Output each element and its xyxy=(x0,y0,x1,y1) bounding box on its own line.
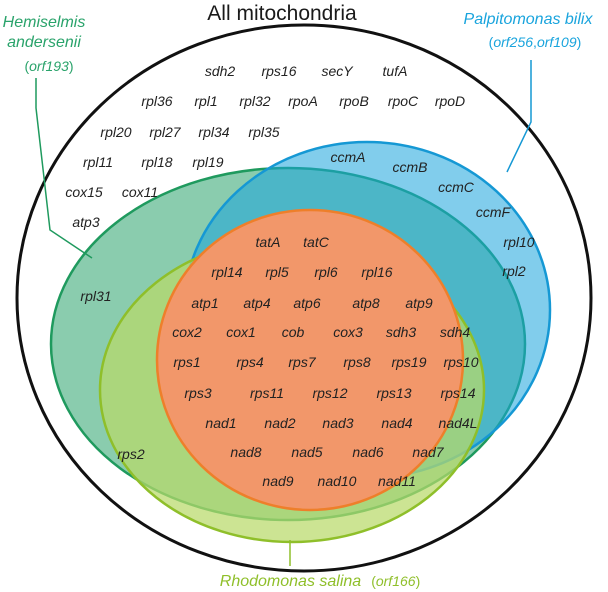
diagram-title: All mitochondria xyxy=(207,2,357,25)
gene-rps7: rps7 xyxy=(288,354,316,370)
gene-atp9: atp9 xyxy=(405,295,432,311)
gene-rpoc: rpoC xyxy=(388,93,419,109)
gene-atp6: atp6 xyxy=(293,295,320,311)
gene-nad3: nad3 xyxy=(322,415,353,431)
gene-nad6: nad6 xyxy=(352,444,383,460)
gene-cox15: cox15 xyxy=(65,184,103,200)
gene-sdh4: sdh4 xyxy=(440,324,471,340)
gene-cox1: cox1 xyxy=(226,324,256,340)
gene-rpl32: rpl32 xyxy=(239,93,270,109)
gene-nad7: nad7 xyxy=(412,444,444,460)
gene-atp3: atp3 xyxy=(72,214,99,230)
gene-rpl20: rpl20 xyxy=(100,124,131,140)
gene-rpoa: rpoA xyxy=(288,93,318,109)
gene-rpl1: rpl1 xyxy=(194,93,217,109)
rhodomonas-name: Rhodomonas salina xyxy=(220,573,362,590)
gene-rpl10: rpl10 xyxy=(503,234,534,250)
gene-cox2: cox2 xyxy=(172,324,202,340)
gene-rps8: rps8 xyxy=(343,354,370,370)
gene-rpob: rpoB xyxy=(339,93,369,109)
gene-nad11: nad11 xyxy=(378,473,416,489)
palpitomonas-label: Palpitomonas bilix xyxy=(464,11,594,28)
gene-atp1: atp1 xyxy=(191,295,218,311)
gene-ccmb: ccmB xyxy=(393,159,428,175)
gene-ccmf: ccmF xyxy=(476,204,512,220)
gene-atp4: atp4 xyxy=(243,295,270,311)
gene-rps2: rps2 xyxy=(117,446,144,462)
gene-rpl35: rpl35 xyxy=(248,124,279,140)
gene-secy: secY xyxy=(321,63,354,79)
gene-cox11: cox11 xyxy=(122,184,158,200)
gene-nad1: nad1 xyxy=(205,415,236,431)
gene-rps11: rps11 xyxy=(250,385,284,401)
gene-rps19: rps19 xyxy=(391,354,426,370)
gene-rps12: rps12 xyxy=(312,385,347,401)
gene-rpl31: rpl31 xyxy=(80,288,111,304)
hemiselmis-leader-line xyxy=(35,78,93,259)
hemiselmis-label-line2: andersenii xyxy=(7,34,81,51)
core-ellipse xyxy=(155,208,465,512)
gene-cob: cob xyxy=(282,324,305,340)
gene-rps10: rps10 xyxy=(443,354,478,370)
gene-labels: sdh2 rps16 secY tufA rpl36 rpl1 rpl32 rpoA rpoB r… xyxy=(65,63,534,489)
gene-rpl6: rpl6 xyxy=(314,264,338,280)
gene-rpl18: rpl18 xyxy=(141,154,172,170)
gene-rpl36: rpl36 xyxy=(141,93,172,109)
hemiselmis-label-line1: Hemiselmis xyxy=(3,14,86,31)
gene-rpl5: rpl5 xyxy=(265,264,289,280)
palpitomonas-orfs: (orf256,orf109) xyxy=(489,34,582,50)
gene-rpl2: rpl2 xyxy=(502,263,526,279)
gene-rps13: rps13 xyxy=(376,385,411,401)
gene-rps16: rps16 xyxy=(261,63,296,79)
gene-nad9: nad9 xyxy=(262,473,293,489)
gene-tatc: tatC xyxy=(303,234,330,250)
gene-cox3: cox3 xyxy=(333,324,363,340)
gene-nad4: nad4 xyxy=(381,415,412,431)
gene-tata: tatA xyxy=(256,234,281,250)
gene-nad2: nad2 xyxy=(264,415,295,431)
gene-rpod: rpoD xyxy=(435,93,465,109)
gene-rpl27: rpl27 xyxy=(149,124,181,140)
gene-rps14: rps14 xyxy=(440,385,475,401)
gene-rpl16: rpl16 xyxy=(361,264,392,280)
gene-nad8: nad8 xyxy=(230,444,261,460)
gene-rps1: rps1 xyxy=(173,354,200,370)
gene-rpl34: rpl34 xyxy=(198,124,229,140)
gene-sdh2: sdh2 xyxy=(205,63,236,79)
gene-rps3: rps3 xyxy=(184,385,211,401)
gene-atp8: atp8 xyxy=(352,295,379,311)
gene-nad10: nad10 xyxy=(318,473,357,489)
gene-rps4: rps4 xyxy=(236,354,263,370)
gene-nad4l: nad4L xyxy=(439,415,478,431)
gene-rpl19: rpl19 xyxy=(192,154,223,170)
hemiselmis-orf: (orf193) xyxy=(24,58,73,74)
gene-rpl14: rpl14 xyxy=(211,264,242,280)
gene-nad5: nad5 xyxy=(291,444,322,460)
rhodomonas-label: Rhodomonas salina (orf166) xyxy=(220,573,420,590)
gene-rpl11: rpl11 xyxy=(83,154,113,170)
gene-ccmc: ccmC xyxy=(438,179,475,195)
palpitomonas-leader-line xyxy=(506,60,532,173)
gene-sdh3: sdh3 xyxy=(386,324,417,340)
gene-tufa: tufA xyxy=(383,63,408,79)
gene-ccma: ccmA xyxy=(331,149,366,165)
